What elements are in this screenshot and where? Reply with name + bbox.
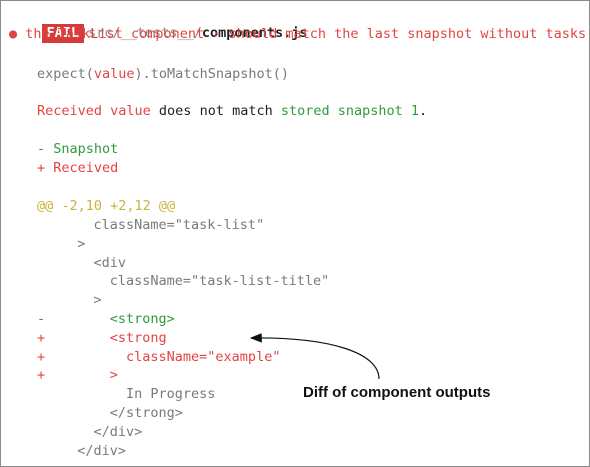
expect-arg: value [93,66,135,82]
diff-line-text: <strong [61,329,167,346]
diff-line: + className="example" [37,348,280,367]
diff-line-text: In Progress [61,386,216,403]
diff-line: </div> [37,423,143,442]
diff-line: className="task-list" [37,216,265,235]
diff-line-text: </div> [61,423,143,440]
diff-line: > [37,235,85,254]
diff-line-prefix: + [37,329,46,346]
test-file-dir: src/__tests__/ [88,25,202,41]
diff-line-prefix: + [37,367,46,384]
diff-line-text: <strong> [61,311,175,327]
failed-test-name: the TaskList component › should match th… [25,26,587,42]
diff-line-text: > [61,292,102,309]
diff-line: <div [37,254,127,273]
message-stored: stored snapshot 1 [280,103,420,119]
diff-line-text: > [61,235,86,252]
diff-line-text: <div [61,254,127,271]
diff-line: + > [37,366,118,385]
message-mid: does not match [150,103,281,119]
diff-line: </div> [37,442,126,461]
diff-line: In Progress [37,385,215,404]
diff-line-text: </strong> [61,405,183,421]
failed-test-title: ● the TaskList component › should match … [9,25,586,44]
diff-line-text: > [61,367,118,384]
mismatch-message: Received value does not match stored sna… [37,102,427,121]
diff-line-text: className="task-list" [61,217,265,233]
diff-line: + <strong [37,329,167,348]
diff-line-text: </div> [61,442,127,459]
legend-received: + Received [37,160,119,176]
diff-line-prefix: + [37,348,46,365]
fail-badge: FAIL [41,24,85,43]
diff-line: > [37,291,102,310]
message-received: Received value [37,103,151,119]
diff-line: className="task-list-title" [37,272,329,291]
legend-snapshot: - Snapshot [37,141,119,157]
diff-hunk-header: @@ -2,10 +2,12 @@ [37,198,176,214]
diff-line: </strong> [37,404,183,423]
expect-statement: expect(value).toMatchSnapshot() [37,65,289,84]
expect-pre: expect( [37,66,94,82]
diff-line-text: className="example" [61,348,281,365]
test-file-name: components.js [201,25,308,41]
diff-line: - <strong> [37,310,175,329]
failure-bullet-icon: ● [9,26,18,42]
message-end: . [419,103,428,119]
diff-line-text: className="task-list-title" [61,273,330,290]
annotation-label: Diff of component outputs [303,384,491,401]
diff-line-prefix: - [37,311,46,327]
expect-post: ).toMatchSnapshot() [134,66,289,82]
